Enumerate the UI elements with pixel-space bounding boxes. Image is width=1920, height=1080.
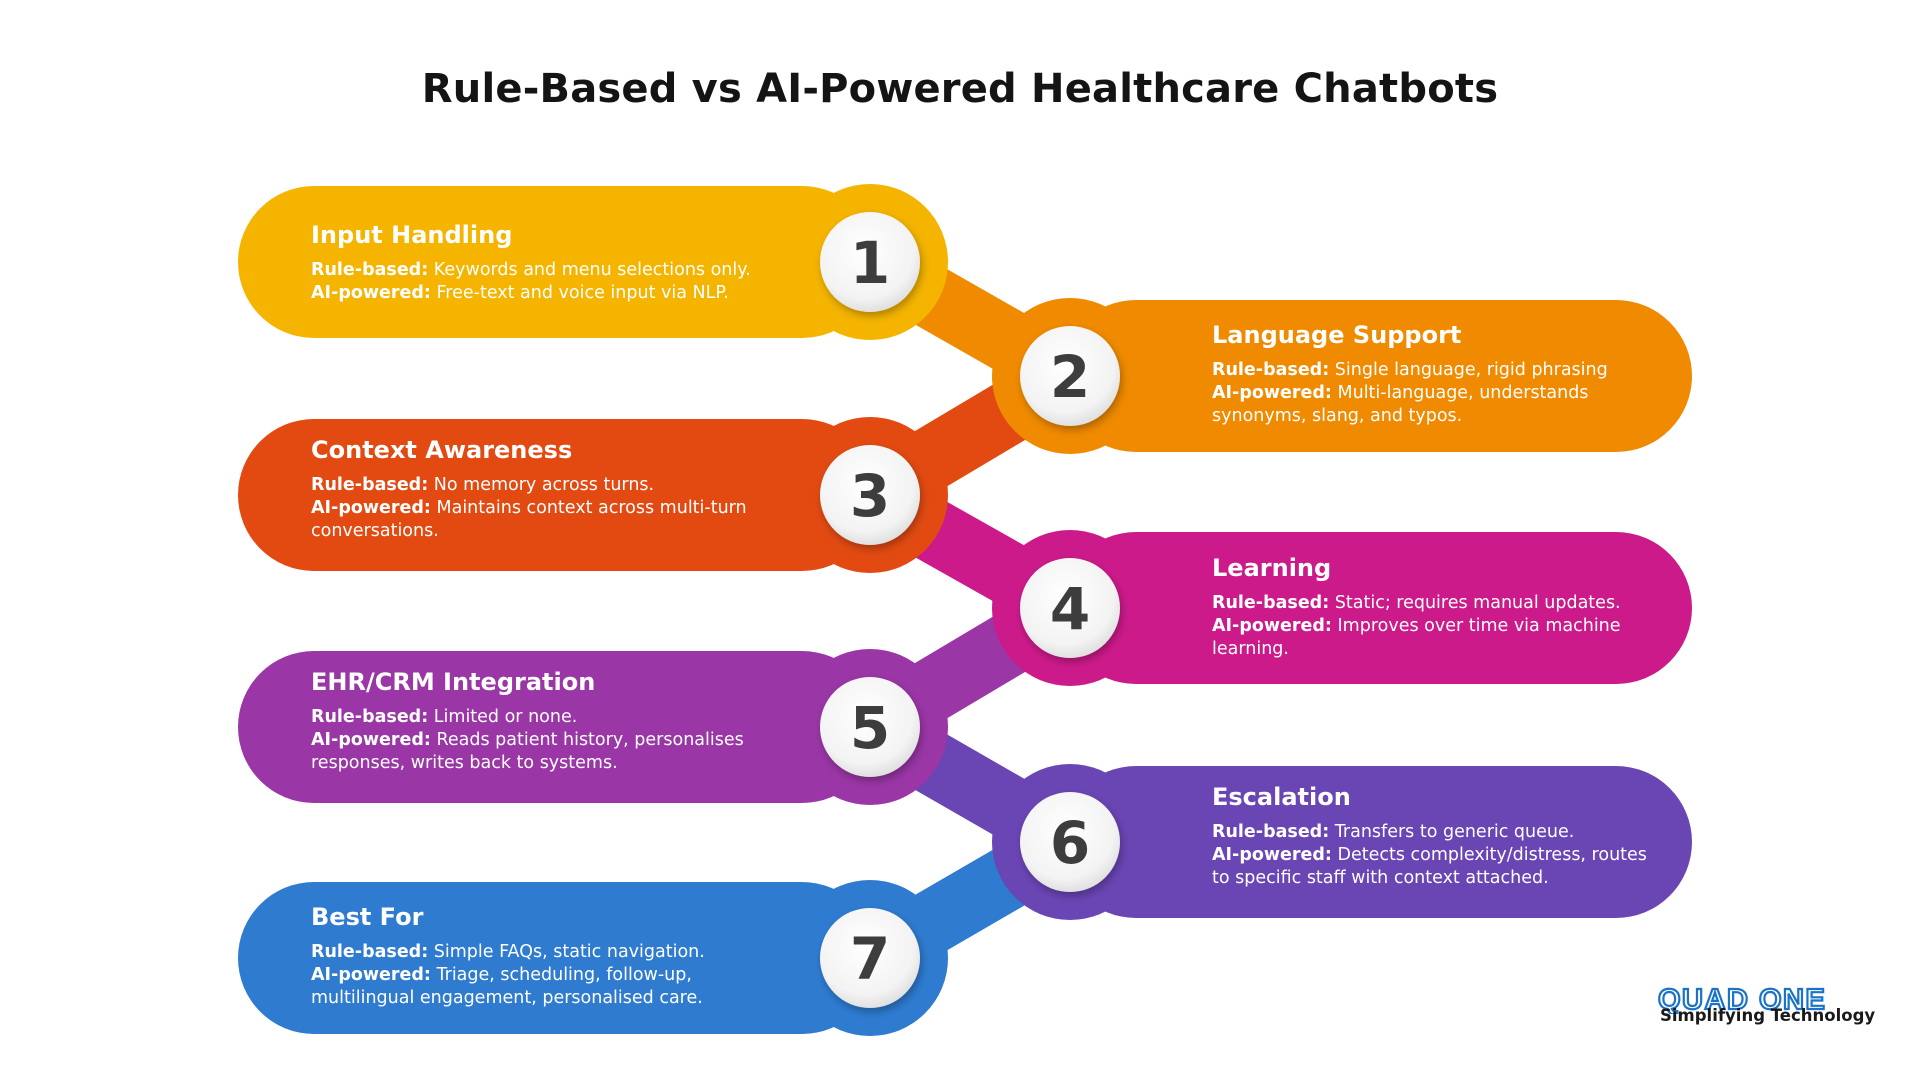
step-card-7 [238, 882, 878, 1034]
ai-powered-line: AI-powered: Improves over time via machi… [1212, 615, 1672, 638]
rule-based-line: Rule-based: Limited or none. [311, 706, 781, 729]
rule-based-line: Rule-based: Simple FAQs, static navigati… [311, 941, 781, 964]
quad-one-logo: QUAD ONE [1658, 984, 1826, 1014]
ai-powered-line: AI-powered: Maintains context across mul… [311, 497, 781, 520]
step-number-circle-7 [820, 908, 920, 1008]
step-number-5: 5 [850, 694, 890, 762]
rule-based-text: Keywords and menu selections only. [428, 260, 751, 280]
ai-powered-label: AI-powered: [1212, 845, 1332, 865]
step-cards [238, 186, 1692, 1034]
ai-powered-line: to specific staff with context attached. [1212, 867, 1672, 890]
ai-powered-text: responses, writes back to systems. [311, 753, 618, 773]
step-number-3: 3 [850, 462, 890, 530]
ai-powered-text: conversations. [311, 521, 439, 541]
ai-powered-line: AI-powered: Free-text and voice input vi… [311, 282, 781, 305]
ai-powered-text: Improves over time via machine [1331, 616, 1621, 636]
ai-powered-line: AI-powered: Multi-language, understands [1212, 382, 1672, 405]
ai-powered-line: conversations. [311, 520, 781, 543]
rule-based-text: Static; requires manual updates. [1329, 593, 1621, 613]
step-number-6: 6 [1050, 809, 1090, 877]
ai-powered-text: Free-text and voice input via NLP. [430, 283, 729, 303]
step-card-5 [238, 651, 878, 803]
rule-based-label: Rule-based: [311, 942, 429, 962]
step-heading: Learning [1212, 554, 1332, 582]
ai-powered-line: multilingual engagement, personalised ca… [311, 987, 781, 1010]
ai-powered-label: AI-powered: [311, 283, 431, 303]
ai-powered-text: Maintains context across multi-turn [430, 498, 747, 518]
page-title: Rule-Based vs AI-Powered Healthcare Chat… [421, 66, 1499, 112]
ai-powered-label: AI-powered: [1212, 616, 1332, 636]
rule-based-text: Simple FAQs, static navigation. [428, 942, 705, 962]
step-number-circle-1 [820, 212, 920, 312]
ai-powered-line: learning. [1212, 638, 1672, 661]
step-heading: Input Handling [311, 221, 513, 249]
step-card-3 [238, 419, 878, 571]
step-number-circle-3 [820, 445, 920, 545]
rule-based-text: Transfers to generic queue. [1329, 822, 1575, 842]
rule-based-label: Rule-based: [1212, 593, 1330, 613]
ai-powered-text: synonyms, slang, and typos. [1212, 406, 1463, 426]
ai-powered-text: learning. [1212, 639, 1289, 659]
rule-based-text: Limited or none. [428, 707, 578, 727]
step-heading: EHR/CRM Integration [311, 668, 596, 696]
ai-powered-text: to specific staff with context attached. [1212, 868, 1549, 888]
ai-powered-line: AI-powered: Detects complexity/distress,… [1212, 844, 1672, 867]
logo-wordmark: QUAD ONE [1658, 984, 1826, 1014]
step-number-circle-4 [1020, 558, 1120, 658]
rule-based-line: Rule-based: No memory across turns. [311, 474, 781, 497]
step-number-2: 2 [1050, 343, 1090, 411]
ai-powered-label: AI-powered: [311, 730, 431, 750]
ai-powered-text: Reads patient history, personalises [430, 730, 744, 750]
step-number-4: 4 [1050, 575, 1090, 643]
ai-powered-line: responses, writes back to systems. [311, 752, 781, 775]
step-heading: Context Awareness [311, 436, 573, 464]
step-card-6 [1060, 766, 1692, 918]
ai-powered-line: AI-powered: Reads patient history, perso… [311, 729, 781, 752]
brand-tagline: Simplifying Technology [1660, 1006, 1876, 1025]
step-number-circle-5 [820, 677, 920, 777]
rule-based-text: No memory across turns. [428, 475, 655, 495]
rule-based-line: Rule-based: Static; requires manual upda… [1212, 592, 1672, 615]
ai-powered-label: AI-powered: [311, 965, 431, 985]
step-card-4 [1060, 532, 1692, 684]
ai-powered-text: Triage, scheduling, follow-up, [430, 965, 692, 985]
rule-based-label: Rule-based: [311, 475, 429, 495]
rule-based-line: Rule-based: Transfers to generic queue. [1212, 821, 1672, 844]
step-heading: Best For [311, 903, 424, 931]
step-number-circle-2 [1020, 326, 1120, 426]
step-heading: Language Support [1212, 321, 1462, 349]
rule-based-label: Rule-based: [311, 707, 429, 727]
rule-based-label: Rule-based: [1212, 360, 1330, 380]
ai-powered-line: AI-powered: Triage, scheduling, follow-u… [311, 964, 781, 987]
rule-based-label: Rule-based: [1212, 822, 1330, 842]
step-number-7: 7 [850, 925, 890, 993]
step-heading: Escalation [1212, 783, 1351, 811]
step-card-1 [238, 186, 878, 338]
ai-powered-label: AI-powered: [311, 498, 431, 518]
rule-based-line: Rule-based: Keywords and menu selections… [311, 259, 781, 282]
ai-powered-text: multilingual engagement, personalised ca… [311, 988, 703, 1008]
step-number-circle-6 [1020, 792, 1120, 892]
ai-powered-text: Detects complexity/distress, routes [1331, 845, 1647, 865]
step-circles: 1 2 3 4 5 6 7 [792, 184, 1148, 1036]
ai-powered-text: Multi-language, understands [1331, 383, 1589, 403]
rule-based-label: Rule-based: [311, 260, 429, 280]
step-card-2 [1060, 300, 1692, 452]
step-number-1: 1 [850, 229, 890, 297]
rule-based-line: Rule-based: Single language, rigid phras… [1212, 359, 1672, 382]
ai-powered-label: AI-powered: [1212, 383, 1332, 403]
rule-based-text: Single language, rigid phrasing [1329, 360, 1608, 380]
ai-powered-line: synonyms, slang, and typos. [1212, 405, 1672, 428]
